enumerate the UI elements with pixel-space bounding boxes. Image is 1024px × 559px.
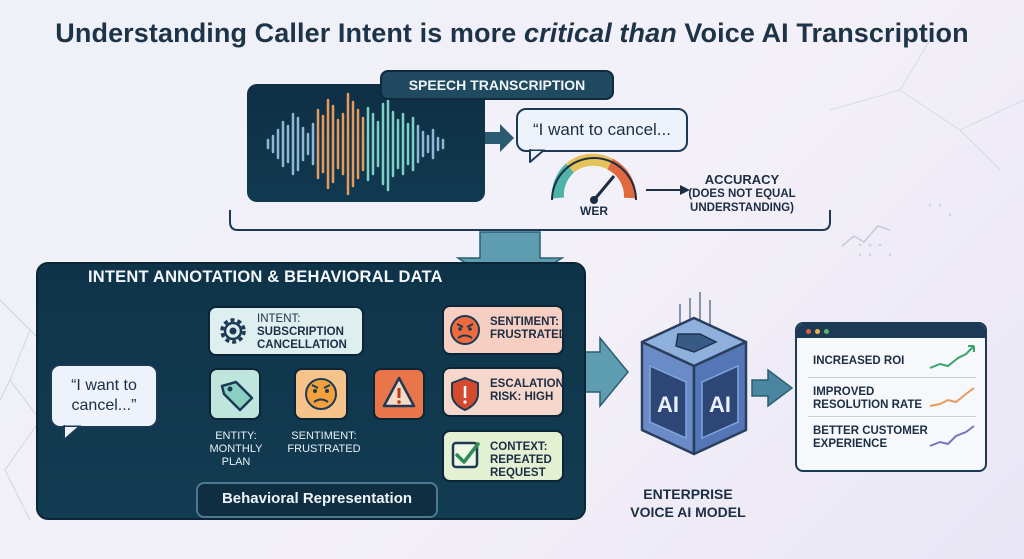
wer-label: WER (580, 204, 608, 218)
transcript-bubble: “I want to cancel... (516, 108, 688, 152)
result-experience: BETTER CUSTOMER EXPERIENCE (813, 425, 928, 450)
cube-face-left-label: AI (657, 392, 679, 417)
to-model-arrow-icon (583, 335, 629, 409)
sentiment-label: SENTIMENT: FRUSTRATED (490, 316, 568, 341)
behavioral-representation-label: Behavioral Representation (221, 490, 413, 507)
model-label: ENTERPRISE VOICE AI MODEL (630, 486, 746, 520)
cube-face-right-label: AI (709, 392, 731, 417)
speech-arrow-icon (485, 124, 514, 152)
accuracy-note: ACCURACY (DOES NOT EQUAL UNDERSTANDING) (688, 172, 796, 215)
divider (808, 416, 976, 417)
window-dot-icon (806, 329, 811, 334)
result-resolution: IMPROVED RESOLUTION RATE (813, 386, 923, 411)
results-titlebar (797, 324, 985, 338)
speech-transcription-label: SPEECH TRANSCRIPTION (380, 70, 614, 100)
window-dot-icon (815, 329, 820, 334)
intent-annotation-title: INTENT ANNOTATION & BEHAVIORAL DATA (88, 268, 443, 286)
intent-label: INTENT: SUBSCRIPTION CANCELLATION (257, 313, 347, 351)
sentiment-mid-label: SENTIMENT: FRUSTRATED (287, 430, 361, 455)
context-label: CONTEXT: REPEATED REQUEST (490, 441, 552, 479)
trend-up-icon (929, 425, 975, 447)
page-title: Understanding Caller Intent is more crit… (55, 18, 969, 48)
speech-panel (247, 84, 485, 202)
escalation-label: ESCALATION RISK: HIGH (490, 378, 564, 403)
to-results-arrow-icon (751, 368, 794, 408)
results-panel (795, 322, 987, 472)
window-dot-icon (824, 329, 829, 334)
bracket-line (229, 210, 831, 231)
caller-bubble: “I want to cancel...” (50, 364, 158, 428)
trend-up-icon (929, 345, 975, 369)
divider (808, 377, 976, 378)
behavioral-representation-box (196, 482, 438, 518)
trend-up-icon (929, 387, 975, 407)
result-roi: INCREASED ROI (813, 355, 905, 367)
entity-label: ENTITY: MONTHLY PLAN (209, 430, 263, 468)
